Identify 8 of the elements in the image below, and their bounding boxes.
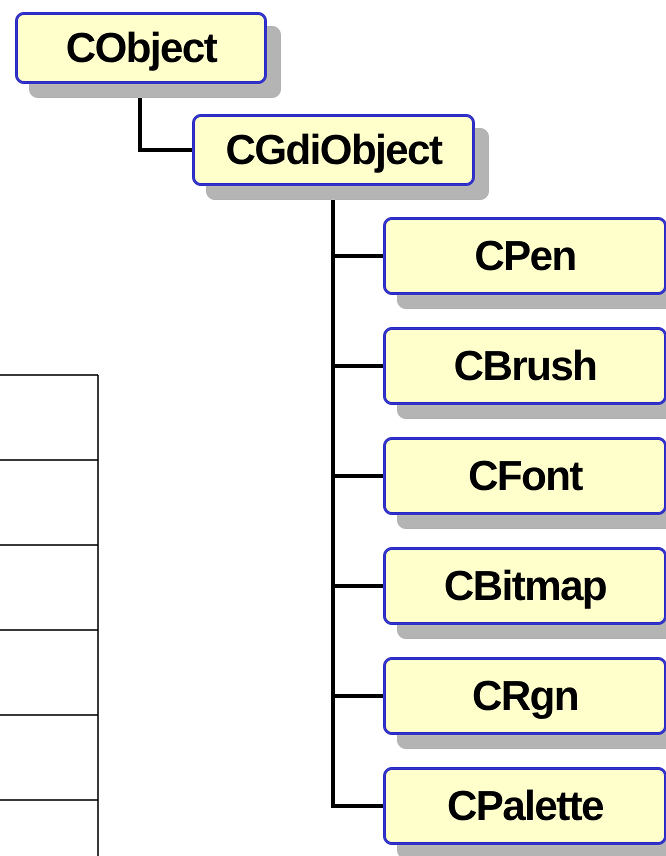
class-name: CBrush (454, 342, 596, 390)
class-name: CBitmap (444, 562, 606, 610)
class-name: CFont (468, 452, 582, 500)
class-name: CGdiObject (225, 126, 442, 174)
class-name: CObject (66, 24, 216, 72)
class-name: CRgn (472, 672, 578, 720)
class-name: CPen (474, 232, 576, 280)
class-name: CPalette (446, 782, 604, 830)
